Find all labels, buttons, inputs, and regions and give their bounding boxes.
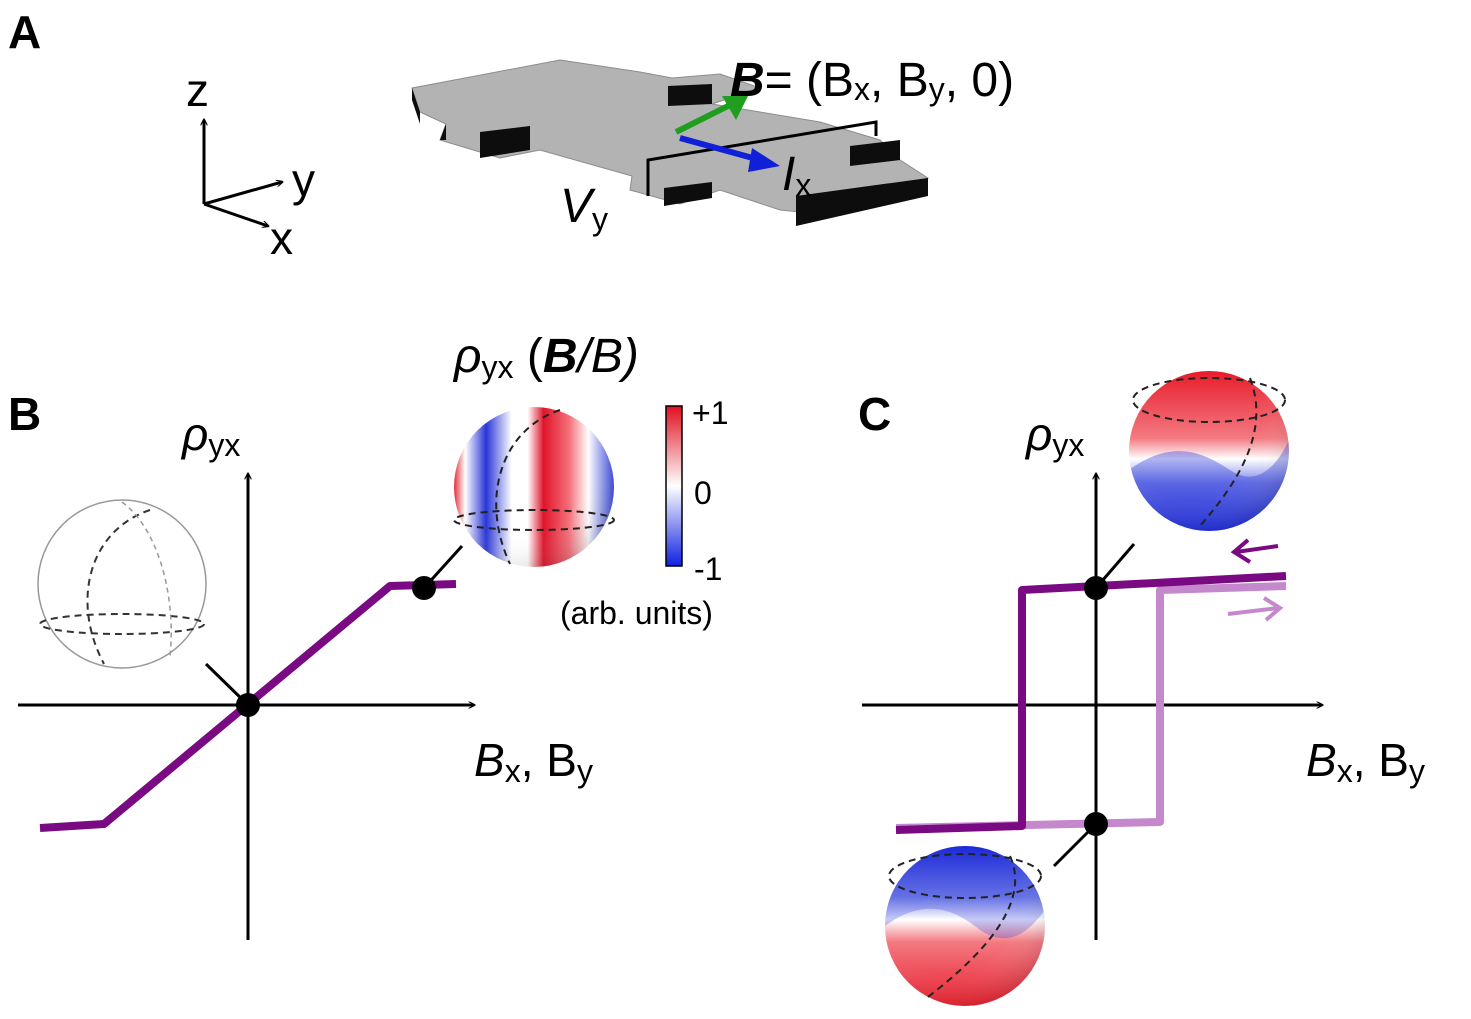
panel-c-lower-leader: [1052, 822, 1098, 868]
panel-label-b: B: [8, 388, 41, 440]
current-label: Ix: [782, 148, 811, 203]
colormap-sphere-b: [453, 407, 615, 567]
panel-b-sphere-leader: [422, 544, 464, 590]
axis-label-z: z: [186, 64, 209, 116]
voltage-label: Vy: [560, 180, 608, 237]
field-arrow: [674, 101, 734, 135]
colorbar-mid: 0: [694, 475, 712, 511]
wireframe-sphere: [37, 499, 207, 669]
colormap-sphere-c-upper: [1129, 371, 1289, 531]
current-arrow: [679, 135, 761, 163]
panel-b-y-axis-label: ρyx: [180, 408, 240, 463]
colorbar-unit: (arb. units): [560, 595, 713, 631]
panel-c-x-axis-label: Bx, By: [1306, 734, 1425, 789]
panel-c-upper-leader: [1094, 543, 1136, 589]
panel-c-sweep-down-curve: [895, 572, 1287, 834]
axis-label-x: x: [270, 212, 293, 264]
field-label: B= (Bx, By, 0): [730, 54, 1014, 107]
hall-bar-device: [411, 59, 930, 226]
sweep-down-arrow: [1230, 538, 1279, 564]
colorbar: +1 0 -1 (arb. units): [560, 395, 728, 631]
panel-b-x-axis-label: Bx, By: [474, 734, 593, 789]
colorbar-min: -1: [694, 551, 722, 587]
panel-c-y-axis-label: ρyx: [1024, 408, 1084, 463]
panel-label-c: C: [858, 388, 891, 440]
colormap-sphere-c-lower: [885, 846, 1045, 1006]
colorbar-max: +1: [692, 395, 728, 431]
sweep-up-arrow: [1227, 596, 1284, 622]
axis-label-y: y: [292, 154, 315, 206]
panel-c-axes: [862, 474, 1322, 940]
panel-c-sweep-up-curve: [895, 582, 1287, 832]
map-title: ρyx (B/B): [452, 330, 639, 385]
panel-label-a: A: [8, 6, 41, 58]
panel-b-origin-leader: [204, 662, 250, 707]
coordinate-axes: z y x: [186, 64, 315, 264]
